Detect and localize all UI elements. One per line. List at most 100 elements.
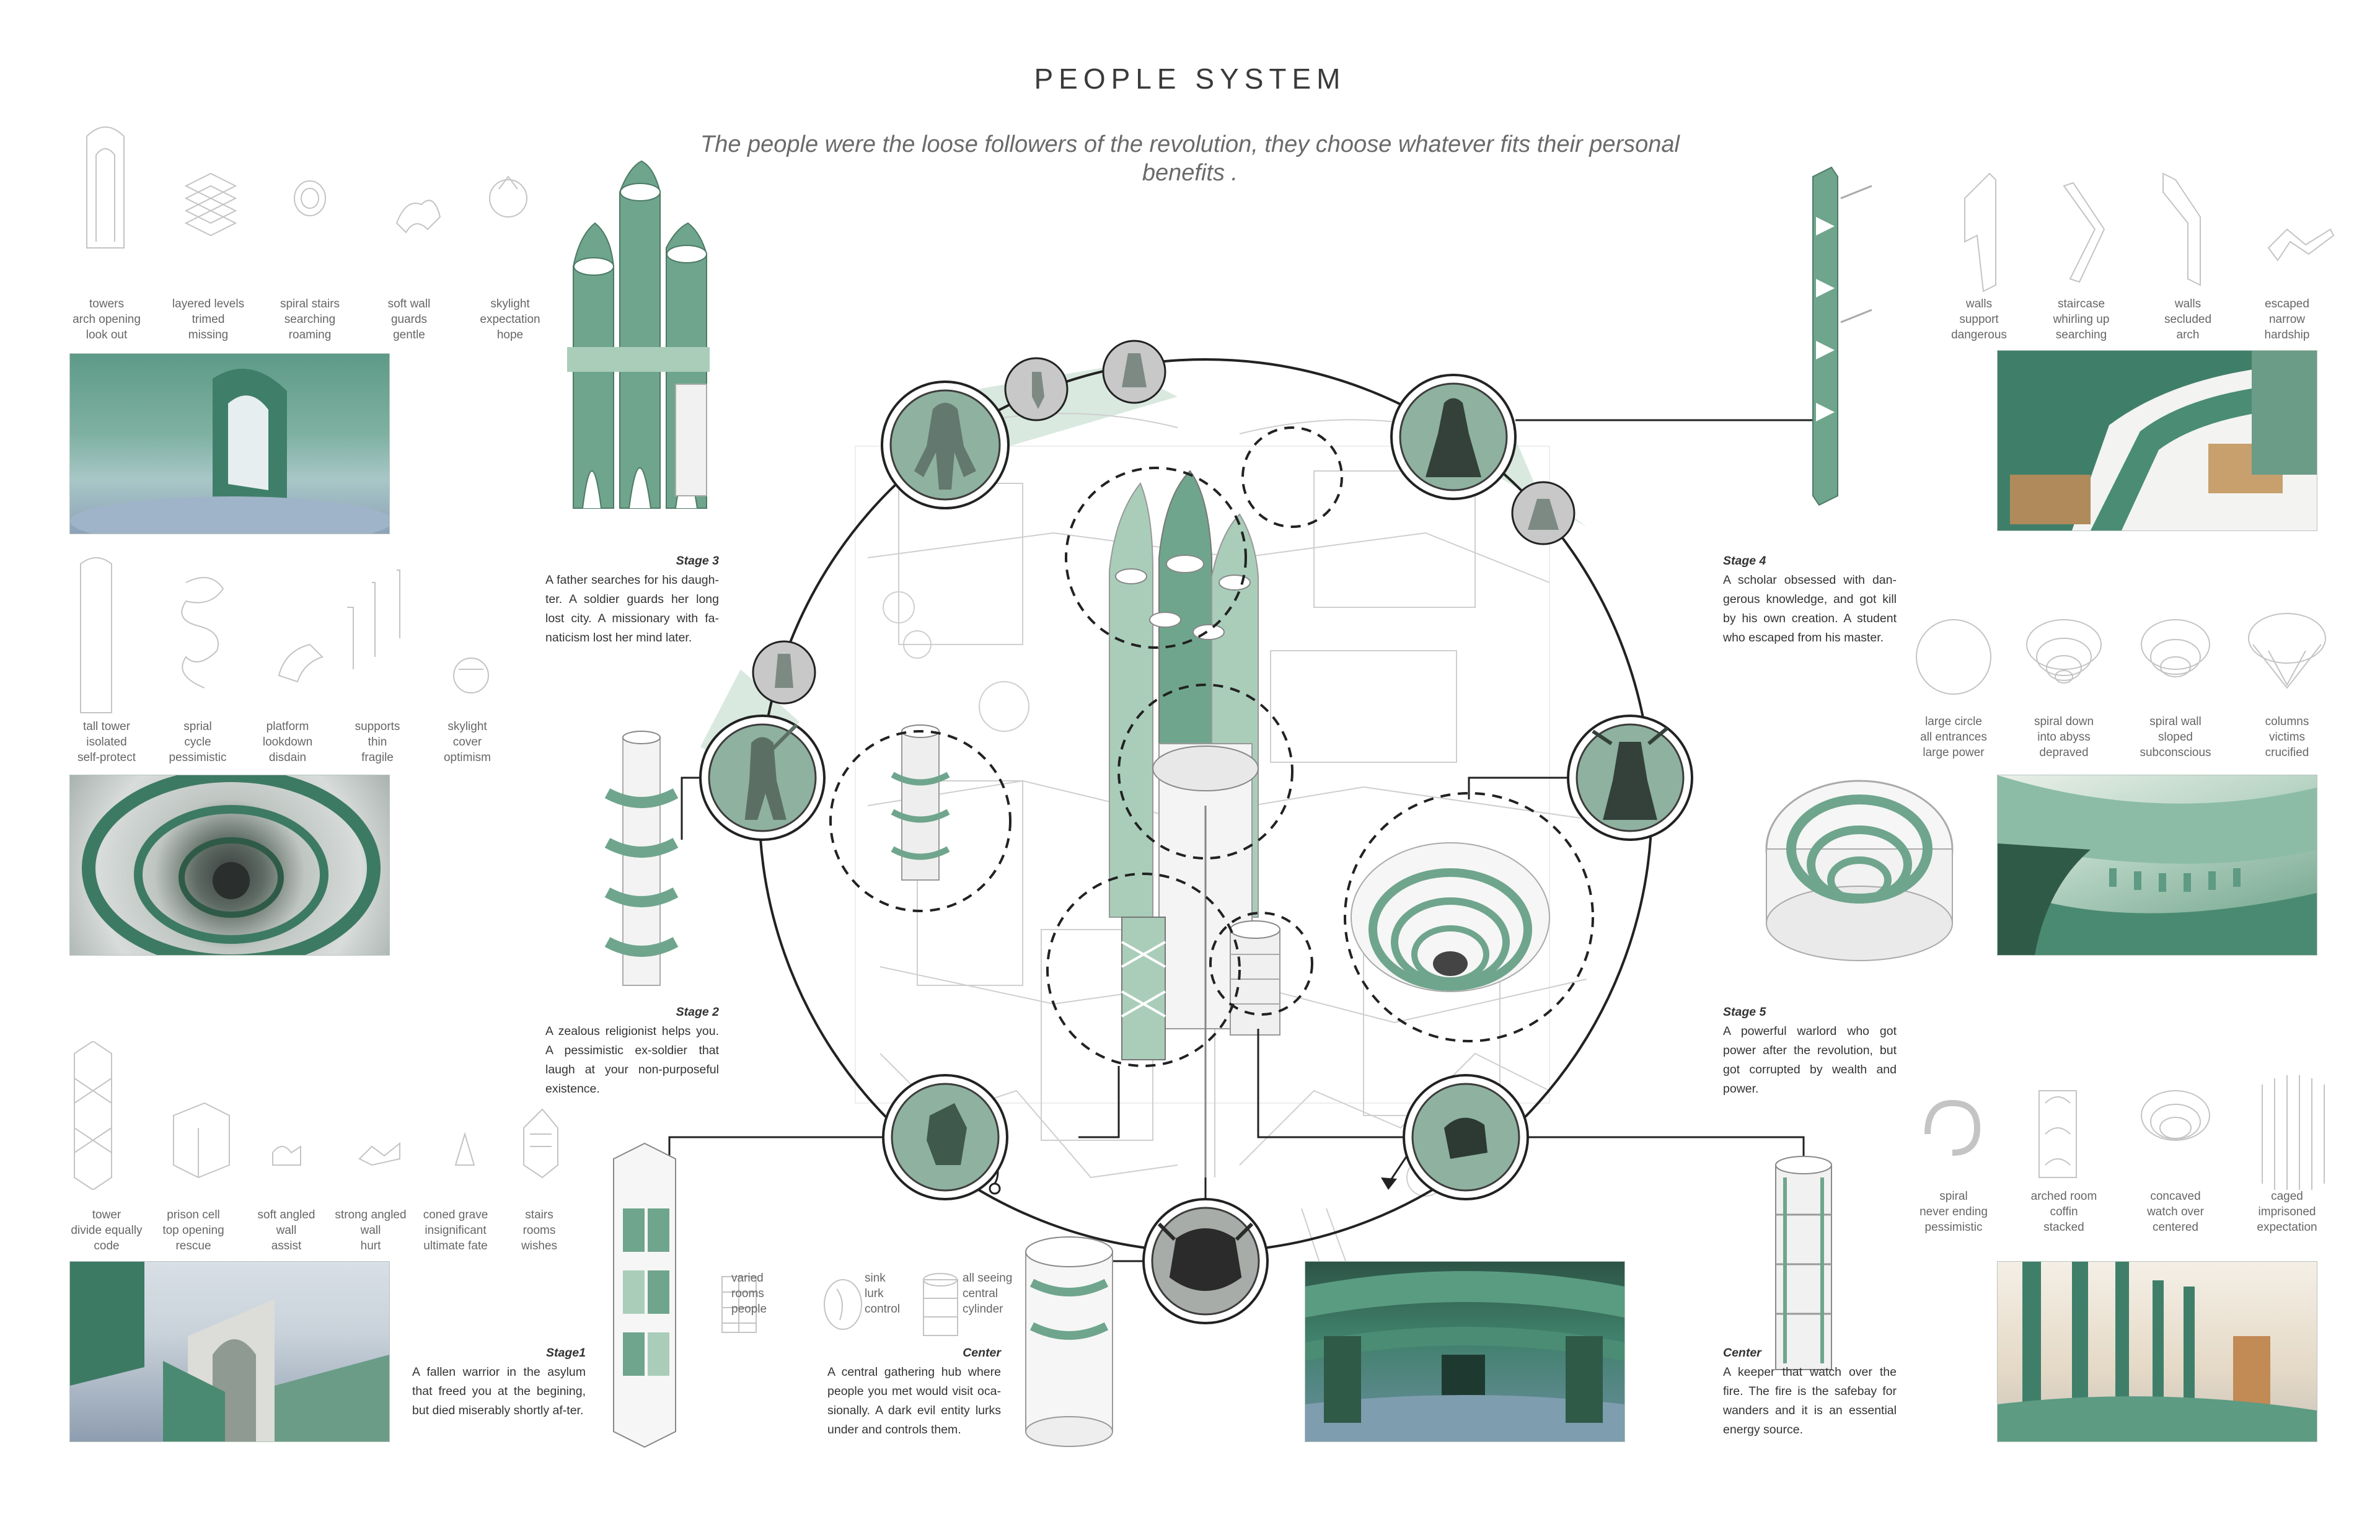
- icon-row-right-bottom: [1924, 1075, 2325, 1190]
- varied-rooms-icon: [721, 1276, 757, 1333]
- center-right-heading: Center: [1723, 1346, 1761, 1360]
- stage1-lattice-sketch: [1121, 917, 1166, 1060]
- tower-arch-icon: [86, 126, 125, 249]
- render-stage3-arch: [69, 353, 390, 534]
- render-stage4-bridge: [1997, 350, 2317, 531]
- page-subtitle: The people were the loose followers of t…: [700, 131, 1680, 186]
- character-medallion-stage3: [881, 381, 1010, 509]
- character-small-medallion-c: [1511, 481, 1576, 545]
- spiral-never-ending-icon: [1924, 1099, 1981, 1156]
- prison-cell-icon: [173, 1102, 230, 1179]
- stage4-description: Stage 4 A scholar obsessed with dan-gero…: [1723, 552, 1897, 648]
- render-stage5-colosseum: [1997, 775, 2317, 956]
- center-left-description: Center A central gathering hub where peo…: [827, 1344, 1001, 1440]
- central-tower-cluster: [1109, 470, 1259, 1177]
- concaved-icon: [2141, 1090, 2210, 1141]
- stage5-spiral-sketch: [1351, 842, 1550, 992]
- stage2-heading: Stage 2: [676, 1005, 719, 1019]
- icon-row-left-bottom: [74, 1041, 558, 1190]
- stage3-text: A father searches for his daugh-ter. A s…: [545, 573, 719, 645]
- center-cylinder-sketch: [1230, 920, 1280, 1036]
- character-small-medallion-d: [752, 640, 816, 705]
- character-medallion-stage2: [699, 715, 826, 841]
- center-right-description: Center A keeper that watch over the fire…: [1723, 1344, 1897, 1440]
- stage3-heading: Stage 3: [676, 554, 719, 568]
- all-seeing-cylinder-icon: [923, 1273, 958, 1336]
- character-medallion-stage1: [882, 1074, 1008, 1200]
- skylight-icon: [489, 175, 527, 218]
- center-left-text: A central gathering hub where people you…: [827, 1365, 1001, 1437]
- stage3-description: Stage 3 A father searches for his daugh-…: [545, 552, 719, 648]
- character-small-medallion-a: [1004, 357, 1069, 421]
- center-left-heading: Center: [963, 1346, 1001, 1360]
- stage2-text: A zealous religionist helps you. A pessi…: [545, 1024, 719, 1096]
- center-right-text: A keeper that watch over the fire. The f…: [1723, 1365, 1897, 1437]
- stage4-text: A scholar obsessed with dan-gerous knowl…: [1723, 573, 1897, 645]
- tower-divide-icon: [74, 1041, 112, 1190]
- stage5-description: Stage 5 A powerful warlord who got power…: [1723, 1003, 1897, 1099]
- spiral-wall-icon: [2141, 619, 2210, 677]
- staircase-icon: [2063, 182, 2105, 283]
- columns-icon: [2248, 613, 2326, 689]
- icon-row-left-mid: [80, 557, 489, 713]
- render-center-hall: [1305, 1261, 1625, 1442]
- stage5-funnel-illustration: [1765, 780, 1954, 961]
- icon-row-left-top: [62, 112, 576, 347]
- stage4-tower-illustration: [1812, 166, 1872, 506]
- walls-support-icon: [1964, 172, 1996, 293]
- render-center-cage: [1997, 1261, 2317, 1442]
- stage5-heading: Stage 5: [1723, 1005, 1766, 1019]
- spiral-cycle-icon: [181, 577, 224, 689]
- icon-row-right-mid: [1916, 613, 2326, 695]
- stage2-description: Stage 2 A zealous religionist helps you.…: [545, 1003, 719, 1099]
- character-medallion-center-evil: [1142, 1198, 1269, 1324]
- icon-row-right-top: [1964, 172, 2335, 293]
- caged-icon: [2262, 1075, 2325, 1190]
- supports-icon: [347, 570, 400, 669]
- character-medallion-stage4: [1390, 374, 1517, 500]
- layered-levels-icon: [184, 172, 237, 237]
- stage1-lattice-tower-illustration: [613, 1142, 676, 1448]
- dashed-focus-circles: [829, 426, 1594, 1067]
- large-circle-icon: [1916, 619, 1991, 695]
- render-stage1-asylum: [69, 1261, 390, 1442]
- character-medallion-stage5: [1567, 715, 1693, 841]
- icon-row-center-bottom: [721, 1273, 958, 1336]
- stage2-tower-sketch: [891, 724, 950, 881]
- page-title: PEOPLE SYSTEM: [1034, 63, 1346, 95]
- character-small-medallion-b: [1102, 340, 1166, 404]
- skylight-cover-icon: [453, 658, 489, 693]
- center-right-cylinder-illustration: [1775, 1156, 1832, 1370]
- soft-wall-icon: [395, 200, 441, 234]
- stage4-heading: Stage 4: [1723, 554, 1766, 568]
- arrow-head: [1381, 1177, 1397, 1190]
